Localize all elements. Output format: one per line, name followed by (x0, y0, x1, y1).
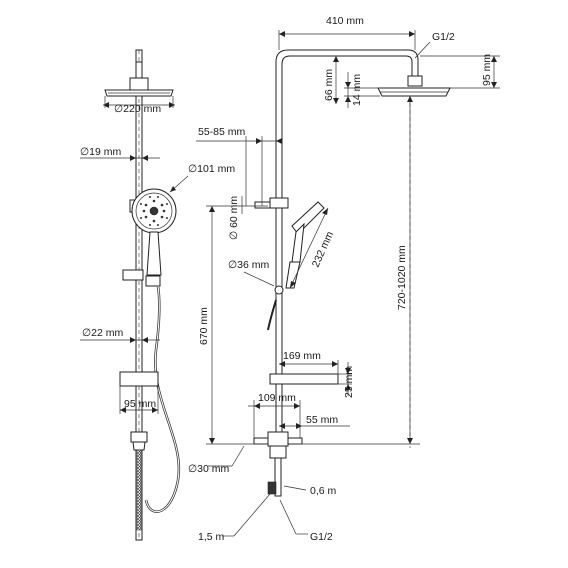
dim-shelf-thickness: 25 mm (343, 366, 355, 398)
side-slider (269, 197, 289, 209)
dim-arm-length: 410 mm (326, 15, 364, 27)
dim-lower-pipe-diameter: ∅22 mm (82, 327, 123, 339)
dim-head-diameter: ∅220 mm (114, 103, 161, 115)
label-inlet-thread-top: G1/2 (432, 31, 455, 43)
dim-shelf-width-front: 95 mm (124, 398, 156, 410)
dim-shelf-depth: 169 mm (283, 350, 321, 362)
side-shelf (269, 373, 339, 385)
front-mixer (130, 431, 148, 443)
dim-head-thickness: 14 mm (351, 74, 363, 106)
dim-slide-diameter: ∅36 mm (228, 259, 269, 271)
dim-mixer-depth: 109 mm (258, 392, 296, 404)
dim-head-drop: 66 mm (323, 69, 335, 101)
side-view (253, 49, 451, 497)
dim-height-range: 720-1020 mm (396, 245, 408, 310)
front-view (104, 49, 181, 541)
dim-slide-travel: 670 mm (198, 307, 210, 345)
front-dimensions: ∅220 mm ∅19 mm ∅101 mm ∅22 mm 95 mm ∅30 … (80, 96, 245, 475)
label-hose-long: 1,5 m (198, 531, 225, 543)
front-shelf (119, 371, 159, 387)
side-mixer (253, 431, 303, 497)
dim-head-depth: 95 mm (481, 54, 493, 86)
dim-hand-shower-length: 232 mm (310, 229, 336, 269)
side-dimensions: 410 mm G1/2 95 mm 66 mm 14 mm 55-85 mm ∅ (196, 15, 500, 543)
dim-slide-offset: 55-85 mm (198, 126, 246, 138)
label-inlet-thread-bottom: G1/2 (310, 531, 333, 543)
side-hand-shower (285, 201, 325, 289)
side-column-outer (275, 49, 419, 440)
dim-pipe-diameter: ∅19 mm (80, 146, 121, 158)
dim-holder-diameter: ∅ 60 mm (228, 196, 240, 240)
dim-hand-shower-diameter: ∅101 mm (188, 163, 235, 175)
dim-mixer-offset: 55 mm (306, 414, 338, 426)
front-hand-shower (131, 188, 177, 276)
front-wall-holder (122, 269, 144, 281)
label-hose-short: 0,6 m (310, 485, 337, 497)
dim-bottom-diameter: ∅30 mm (188, 463, 229, 475)
